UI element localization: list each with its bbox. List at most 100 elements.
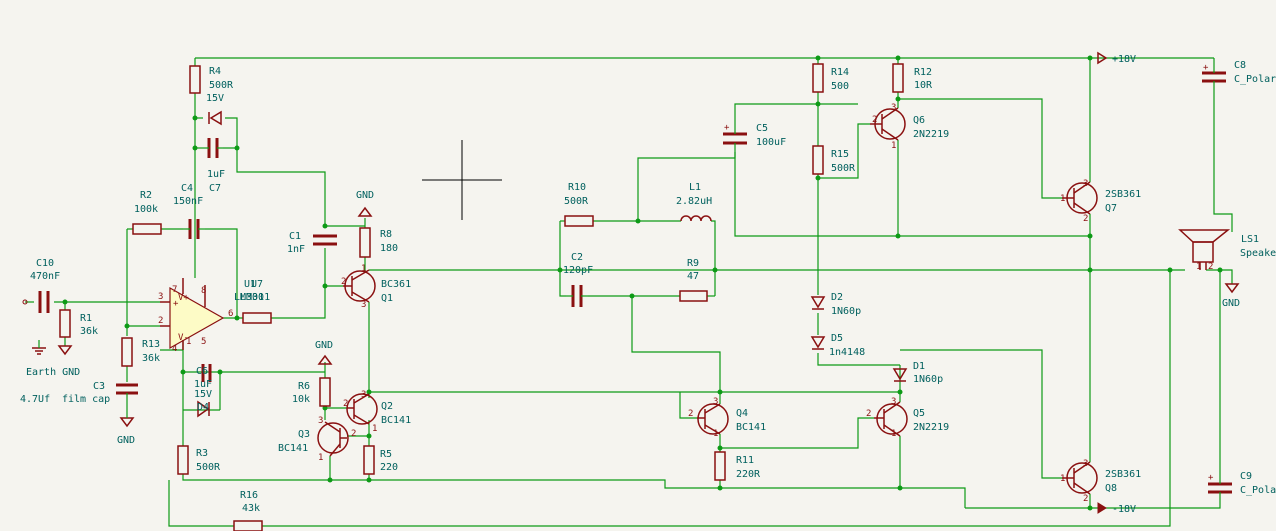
c2-ref: C2 <box>571 252 583 263</box>
r9-ref: R9 <box>687 258 699 269</box>
r12-value: 10R <box>914 80 933 91</box>
d2-value: 1N60p <box>831 306 861 317</box>
q5-symbol <box>874 401 908 437</box>
u1-pin7: 7 <box>172 285 177 295</box>
u1-pin1: 1 <box>186 337 191 347</box>
d1-value: 1N60p <box>913 374 943 385</box>
pin-number: 2 <box>1083 494 1088 504</box>
c1-ref: C1 <box>289 231 301 242</box>
r8-ref: R8 <box>380 229 392 240</box>
r6-ref: R6 <box>298 381 310 392</box>
pin-number: 2 <box>351 429 356 439</box>
r1-value: 36k <box>80 326 98 337</box>
speaker-ls1-symbol <box>1178 229 1231 270</box>
r15-value: 500R <box>831 163 856 174</box>
pin-number: 1 <box>891 141 896 151</box>
r5-symbol <box>363 445 375 475</box>
u1-value: LM301 <box>234 292 264 303</box>
c7-value: 1uF <box>207 169 225 180</box>
pin-number: 2 <box>341 277 346 287</box>
ground-symbols <box>32 51 1240 514</box>
r11-ref: R11 <box>736 455 754 466</box>
c9-value: C_Polari <box>1240 485 1276 496</box>
q1-ref: Q1 <box>381 293 393 304</box>
q7-symbol <box>1062 181 1098 215</box>
wire-r16-left <box>168 480 234 527</box>
wire-c5-top <box>734 103 818 121</box>
pin-number: 3 <box>361 300 366 310</box>
pin-number: 1 <box>713 429 718 439</box>
c1-value: 1nF <box>287 244 305 255</box>
c4-ref: C4 <box>181 183 193 194</box>
r15-ref: R15 <box>831 149 849 160</box>
r5-value: 220 <box>380 462 398 473</box>
pin-number: 3 <box>891 397 896 407</box>
wire-c2-to-q4 <box>631 296 721 392</box>
u1-pin2: 2 <box>158 316 163 326</box>
pos-rail-arrow <box>1097 51 1108 65</box>
r1-ref: R1 <box>80 313 92 324</box>
c10-ref: C10 <box>36 258 54 269</box>
c6-ref: C6 <box>196 366 208 377</box>
c3-ref: C3 <box>93 381 105 392</box>
r16-ref: R16 <box>240 490 258 501</box>
gnd-label-r6: GND <box>315 340 333 351</box>
q6-ref: Q6 <box>913 115 925 126</box>
wire-c4-to-out <box>205 228 238 318</box>
c3-note: film cap <box>62 394 110 405</box>
pin-number: 3 <box>361 390 366 400</box>
wire-c2-left <box>559 221 566 297</box>
wire-q4-q5 <box>720 417 874 449</box>
pin-number: 1 <box>318 453 323 463</box>
c8-ref: C8 <box>1234 60 1246 71</box>
c8-value: C_Polari <box>1234 74 1276 85</box>
r2-ref: R2 <box>140 190 152 201</box>
wire-speaker-gnd <box>1220 269 1233 284</box>
r3-ref: R3 <box>196 448 208 459</box>
d4-ref: D4 <box>197 402 209 413</box>
r13-value: 36k <box>142 353 160 364</box>
q4-symbol <box>697 403 729 435</box>
labels: R1 36k R2 100k R3 500R R4 500R R5 220 R6… <box>20 54 1276 515</box>
d2-ref: D2 <box>831 292 843 303</box>
u1-pin8: 8 <box>201 286 206 296</box>
r4-symbol <box>189 65 201 94</box>
inductor-l1-symbol <box>680 215 712 222</box>
wire-to-q8base <box>900 349 1062 479</box>
r3-symbol <box>177 445 189 475</box>
wire-l1-right <box>711 220 716 296</box>
pin-number: 1 <box>372 424 377 434</box>
c10-value: 470nF <box>30 271 60 282</box>
wire-c5-bottom <box>734 152 1090 237</box>
ls1-ref: LS1 <box>1241 234 1259 245</box>
wire-negative-rail-to-c9 <box>1098 494 1221 509</box>
input-terminal[interactable] <box>22 299 28 305</box>
c6-value: 1uF <box>194 379 212 390</box>
wire-r12-q7 <box>898 98 1062 199</box>
capacitor-symbols: + + + <box>38 63 1232 494</box>
d5-ref: D5 <box>831 333 843 344</box>
pin-number: 2 <box>1208 262 1213 272</box>
r14-symbol <box>812 63 824 93</box>
earth-gnd-label: Earth GND <box>26 367 80 378</box>
q1-value: BC361 <box>381 279 411 290</box>
q2-symbol <box>346 393 378 425</box>
r9-value: 47 <box>687 271 699 282</box>
pin-number: 3 <box>1083 459 1088 469</box>
c3-value: 4.7Uf <box>20 394 50 405</box>
d4-value: 15V <box>194 389 212 400</box>
q4-ref: Q4 <box>736 408 748 419</box>
r14-ref: R14 <box>831 67 849 78</box>
r4-ref: R4 <box>209 66 221 77</box>
pin-number: 2 <box>343 399 348 409</box>
r12-symbol <box>892 63 904 93</box>
q2-ref: Q2 <box>381 401 393 412</box>
l1-ref: L1 <box>689 182 701 193</box>
wire-q4-base <box>679 392 697 419</box>
pin-number: 3 <box>713 397 718 407</box>
q2-value: BC141 <box>381 415 411 426</box>
r-output-symbol <box>242 312 272 324</box>
ls1-value: Speake <box>1240 248 1276 259</box>
r15-symbol <box>812 145 824 175</box>
ground-r1 <box>57 345 73 356</box>
